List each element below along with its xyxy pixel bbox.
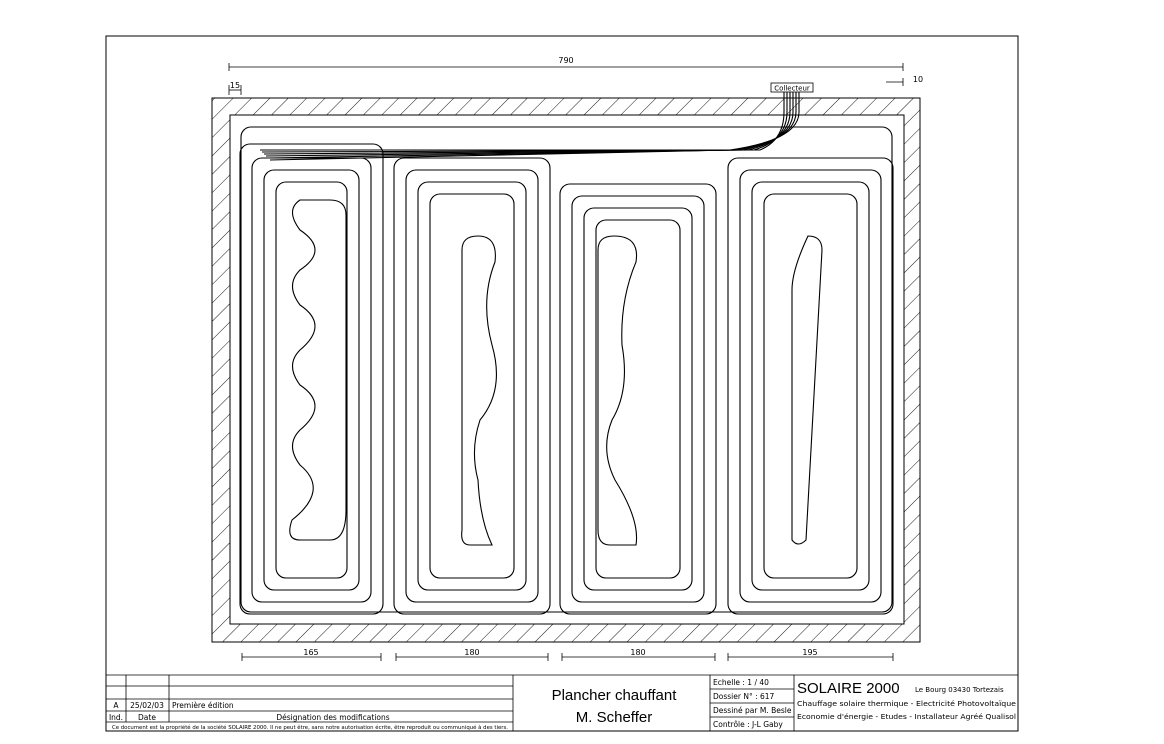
company-address: Le Bourg 03430 Tortezais <box>915 686 1004 694</box>
sheet-border <box>105 35 1019 732</box>
collector-label: Collecteur <box>774 85 810 93</box>
pipe-loop <box>275 181 348 579</box>
drawn-by: Dessiné par M. Besle <box>713 706 792 715</box>
pipe-loop <box>429 193 515 579</box>
pipe-loop <box>559 183 717 615</box>
company-line-2: Economie d'énergie - Etudes - Installate… <box>797 713 1016 721</box>
title-block <box>106 674 1018 731</box>
pipe-wave-2 <box>461 235 497 546</box>
pipe-loop <box>263 169 360 591</box>
pipe-loop <box>251 157 372 603</box>
pipe-loop <box>739 169 882 603</box>
pipe-loop <box>571 195 705 603</box>
revision-description: Première édition <box>172 701 234 710</box>
header-date: Date <box>138 713 156 722</box>
copyright-note: Ce document est la propriété de la socié… <box>112 724 508 731</box>
collector-box <box>770 82 814 93</box>
company-line-1: Chauffage solaire thermique - Electricit… <box>797 700 1016 708</box>
folder-number: Dossier N° : 617 <box>713 692 775 701</box>
dim-zone-2: 180 <box>464 648 479 657</box>
hatched-walls <box>211 97 921 643</box>
revision-index: A <box>113 701 119 710</box>
client-name: M. Scheffer <box>576 709 652 726</box>
pipe-loop <box>751 181 870 591</box>
project-title: Plancher chauffant <box>552 687 678 704</box>
pipe-wave-4 <box>791 235 823 545</box>
pipe-wave-1 <box>289 199 347 541</box>
dim-zone-3: 180 <box>630 648 645 657</box>
pipe-loop <box>583 207 693 591</box>
pipe-loop <box>763 193 858 579</box>
pipe-loop <box>417 181 527 591</box>
pipe-feeder <box>263 92 791 155</box>
dim-left-wall: 15 <box>230 81 240 90</box>
pipe-feeder <box>269 92 800 161</box>
scale-label: Echelle : 1 / 40 <box>713 678 769 687</box>
dim-zone-1: 165 <box>303 648 318 657</box>
pipe-feeder <box>260 92 785 151</box>
checked-by: Contrôle : J-L Gaby <box>713 720 783 729</box>
revision-date: 25/02/03 <box>130 701 164 710</box>
pipe-loop <box>727 157 894 615</box>
pipe-loop <box>595 219 681 579</box>
header-index: Ind. <box>109 713 123 722</box>
pipe-loop <box>405 169 539 603</box>
pipe-loop <box>393 157 551 615</box>
dim-right-wall: 10 <box>913 75 923 84</box>
heating-pipe-loops <box>239 92 894 615</box>
dimension-lines <box>228 63 904 661</box>
pipe-wave-3 <box>597 235 638 546</box>
header-description: Désignation des modifications <box>276 713 389 722</box>
dim-zone-4: 195 <box>802 648 817 657</box>
company-name: SOLAIRE 2000 <box>797 680 900 697</box>
pipe-loop <box>240 126 893 613</box>
pipe-loop <box>239 143 384 615</box>
dim-overall-width: 790 <box>558 56 573 65</box>
